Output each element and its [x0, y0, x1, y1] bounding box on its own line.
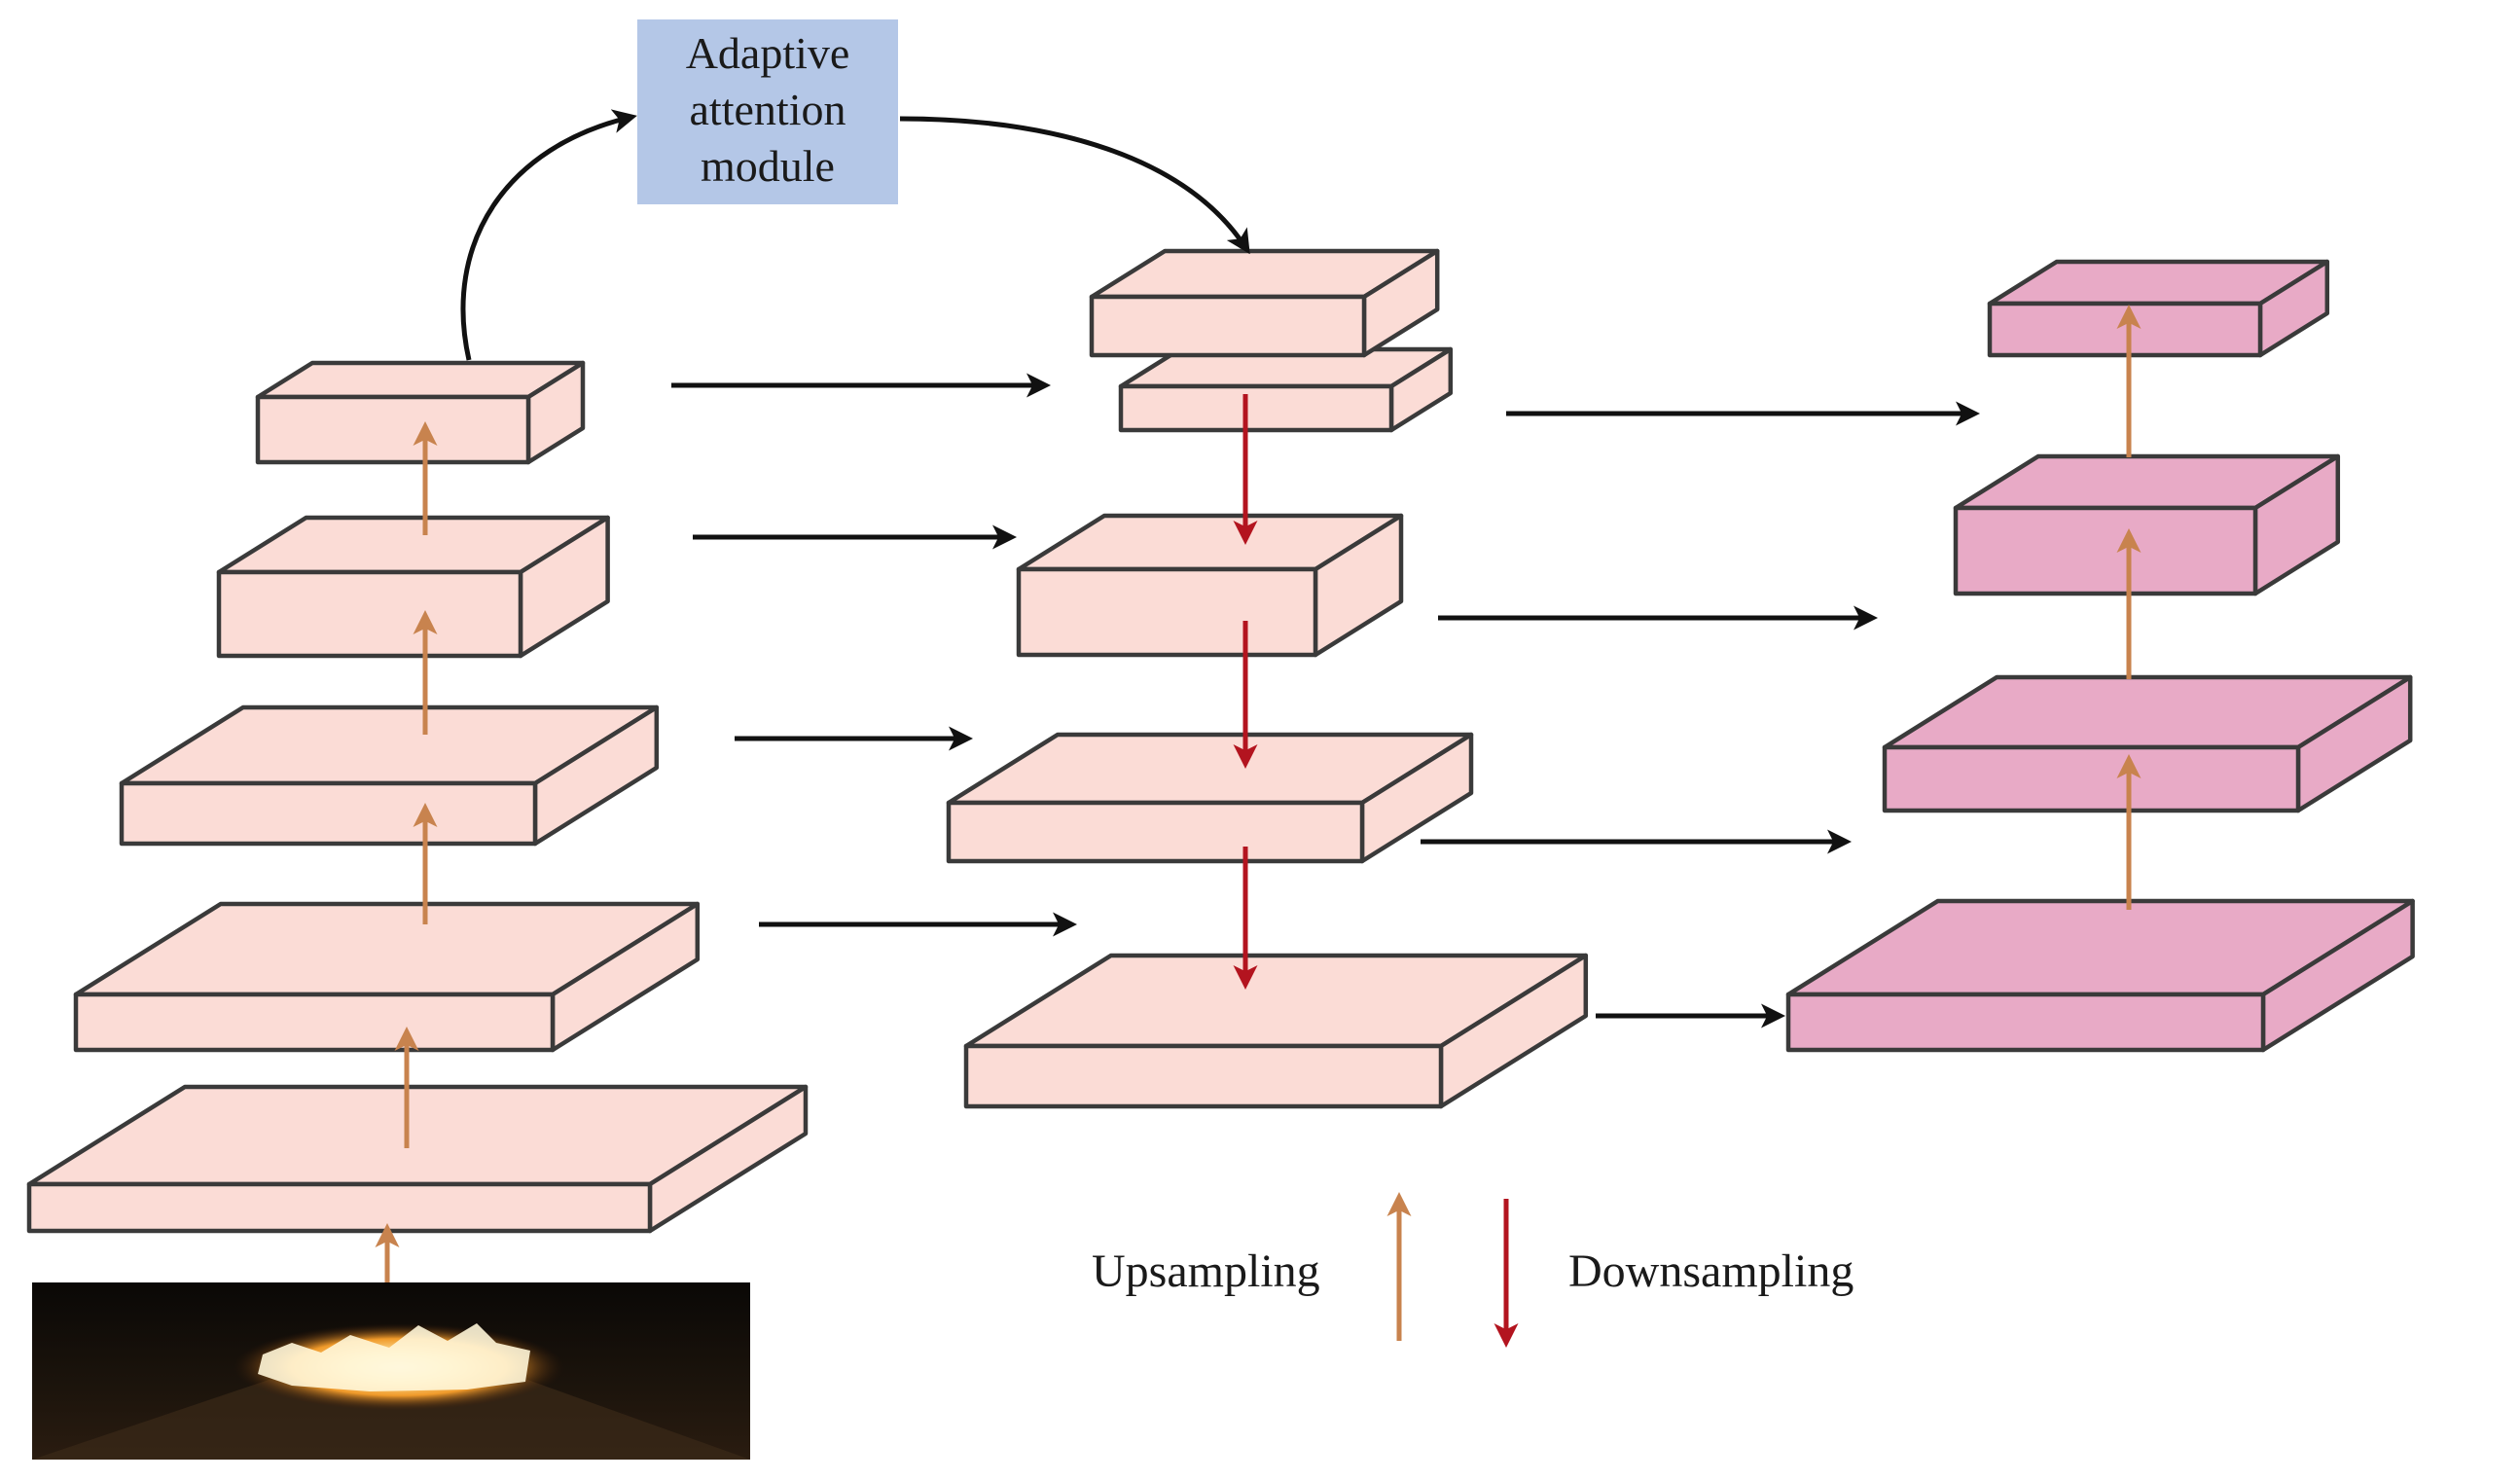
feature-map-slab [119, 704, 660, 847]
legend: Upsampling Downsampling [1092, 1192, 1854, 1348]
slab-front [963, 1043, 1444, 1109]
tunnel-floor [32, 1372, 750, 1460]
slab-front [1882, 744, 2301, 813]
slab-front [119, 780, 538, 847]
input-image [32, 1282, 750, 1460]
attention-module-label-line2: attention [690, 85, 846, 134]
slab-front [1987, 301, 2263, 358]
adaptive-attention-module: Adaptive attention module [637, 19, 898, 204]
slab-front [216, 569, 523, 659]
feature-map-slab [1953, 453, 2341, 596]
attention-module-label-line3: module [701, 141, 835, 191]
feature-map-slab [1089, 248, 1440, 358]
attention-pyramid [946, 248, 1589, 1109]
feature-map-slab [946, 732, 1474, 864]
slab-front [946, 800, 1365, 864]
attention-module-box [637, 19, 898, 204]
fire-flames [258, 1323, 530, 1391]
from-attention-arrow [899, 116, 1250, 255]
attention-module-label-line1: Adaptive [686, 28, 850, 78]
slab-front [1953, 505, 2258, 596]
decoder-pyramid [1785, 259, 2415, 1053]
feature-map-slab [1882, 674, 2413, 813]
feature-map-slab [1016, 513, 1404, 658]
feature-map-slab [73, 901, 701, 1053]
feature-map-slab [26, 1084, 809, 1234]
encoder-pyramid [26, 360, 809, 1234]
lateral-connections [671, 373, 1980, 1029]
feature-map-slab [216, 515, 610, 659]
feature-map-slab [1987, 259, 2330, 358]
slab-front [1785, 992, 2266, 1053]
slab-front [73, 992, 556, 1053]
feature-map-slab [255, 360, 586, 465]
to-attention-arrow [460, 109, 637, 361]
sampling-arrows [375, 305, 2142, 1282]
feature-map-slab [1785, 898, 2415, 1053]
legend-upsampling-label: Upsampling [1092, 1245, 1320, 1297]
slab-front [1089, 294, 1367, 358]
slab-front [1016, 566, 1318, 658]
slab-front [1118, 383, 1394, 433]
feature-map-slab [963, 953, 1589, 1109]
feature-map-slab [1118, 346, 1454, 433]
slab-front [26, 1181, 653, 1234]
slab-front [255, 394, 531, 465]
legend-downsampling-label: Downsampling [1568, 1245, 1854, 1297]
